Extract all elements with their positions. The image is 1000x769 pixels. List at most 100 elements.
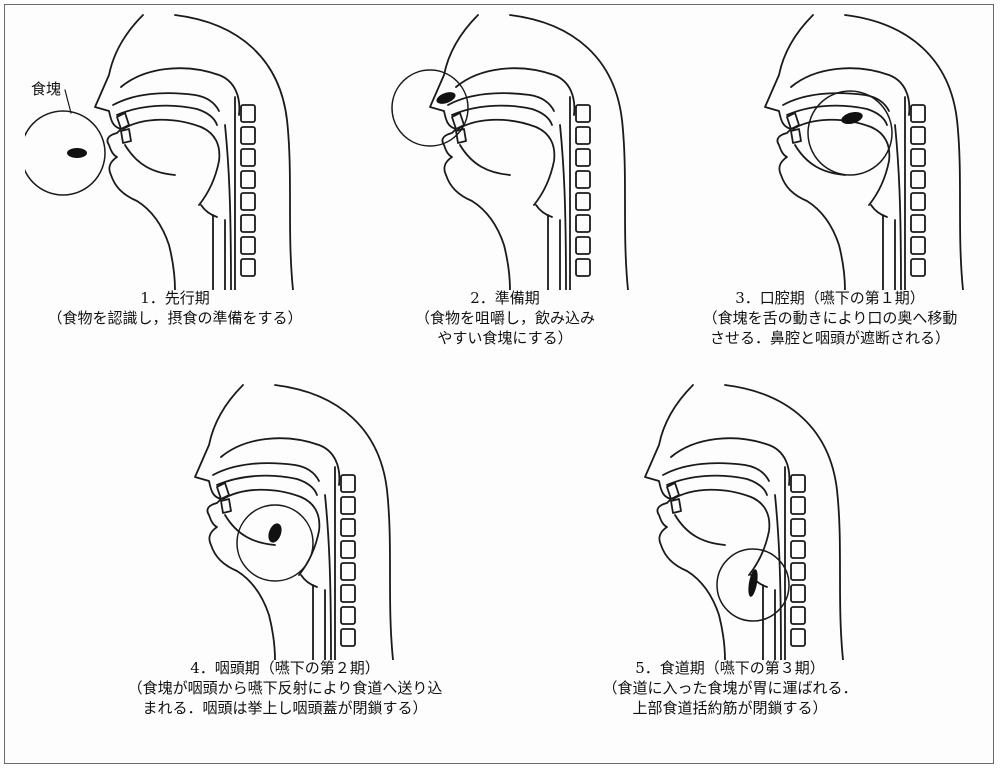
- stage-2-illustration: [360, 5, 660, 290]
- vertebra: [576, 171, 590, 188]
- vertebra: [911, 149, 925, 166]
- vertebra: [341, 563, 355, 580]
- vertebra: [241, 149, 255, 166]
- face-profile: [195, 385, 275, 660]
- vertebra: [241, 259, 255, 276]
- stage-5-desc-line-1: （食道に入った食塊が胃に運ばれる．: [560, 678, 900, 698]
- vertebra: [791, 497, 805, 514]
- vertebra: [911, 171, 925, 188]
- food-bolus: [435, 90, 457, 106]
- neck-outline: [845, 15, 963, 290]
- soft-palate: [117, 106, 217, 125]
- stage-1-title: 1．先行期: [15, 288, 335, 308]
- vertebra: [576, 127, 590, 144]
- vertebra: [341, 541, 355, 558]
- vertebra: [576, 193, 590, 210]
- stage-5-caption: 5．食道期（嚥下の第３期） （食道に入った食塊が胃に運ばれる． 上部食道括約筋が…: [560, 658, 900, 718]
- stage-3-title: 3．口腔期（嚥下の第１期）: [670, 288, 990, 308]
- vertebra: [576, 149, 590, 166]
- vertebrae: [235, 97, 255, 290]
- jaw-line: [460, 145, 510, 175]
- vertebra: [791, 519, 805, 536]
- soft-palate: [787, 106, 887, 125]
- vertebra: [341, 585, 355, 602]
- vertebra: [576, 237, 590, 254]
- vertebra: [791, 629, 805, 646]
- hard-palate: [448, 93, 554, 111]
- anatomy-lines: [195, 385, 393, 660]
- stage-3-caption: 3．口腔期（嚥下の第１期） （食塊を舌の動きにより口の奥へ移動 させる．鼻腔と咽…: [670, 288, 990, 348]
- vertebra: [241, 105, 255, 122]
- vertebrae: [905, 97, 925, 290]
- head-profile-2: [360, 5, 660, 290]
- trachea: [763, 585, 775, 660]
- stage-1-caption: 1．先行期 （食物を認識し，摂食の準備をする）: [15, 288, 335, 328]
- jaw-line: [675, 515, 725, 545]
- epiglottis: [201, 205, 217, 217]
- stage-4-illustration: [125, 375, 425, 660]
- anatomy-lines: [430, 15, 628, 290]
- stage-4-title: 4．咽頭期（嚥下の第２期）: [105, 658, 465, 678]
- head-profile-3: [695, 5, 995, 290]
- zoom-circle: [25, 111, 105, 195]
- anatomy-lines: [765, 15, 963, 290]
- vertebra: [241, 215, 255, 232]
- food-bolus: [266, 522, 284, 545]
- jaw-line: [795, 145, 845, 175]
- tongue: [123, 120, 219, 205]
- vertebra: [241, 127, 255, 144]
- stage-2-desc-line-2: やすい食塊にする）: [345, 328, 665, 348]
- anatomy-lines: [645, 385, 843, 660]
- epiglottis: [536, 205, 552, 217]
- label-leader-line: [65, 90, 71, 113]
- vertebra: [576, 215, 590, 232]
- epiglottis: [871, 205, 887, 217]
- pharynx-wall: [560, 125, 566, 290]
- tongue: [458, 120, 554, 205]
- trachea: [313, 585, 325, 660]
- trachea: [548, 215, 560, 290]
- stage-5-desc-line-2: 上部食道括約筋が閉鎖する）: [560, 698, 900, 718]
- vertebra: [341, 607, 355, 624]
- jaw-line: [125, 145, 175, 175]
- head-profile-4: [125, 375, 425, 660]
- vertebra: [791, 585, 805, 602]
- stage-3-illustration: [695, 5, 995, 290]
- stage-2-caption: 2．準備期 （食物を咀嚼し，飲み込み やすい食塊にする）: [345, 288, 665, 348]
- stage-4-desc-line-1: （食塊が咽頭から嚥下反射により食道へ送り込: [105, 678, 465, 698]
- neck-outline: [275, 385, 393, 660]
- zoom-circle: [392, 70, 468, 146]
- vertebra: [911, 193, 925, 210]
- head-profile-1: [25, 5, 325, 290]
- soft-palate: [217, 476, 317, 495]
- vertebra: [241, 237, 255, 254]
- face-profile: [430, 15, 510, 290]
- vertebra: [241, 193, 255, 210]
- vertebra: [341, 629, 355, 646]
- hard-palate: [663, 463, 769, 481]
- face-profile: [645, 385, 725, 660]
- head-profile-5: [575, 375, 875, 660]
- vertebra: [791, 541, 805, 558]
- neck-outline: [510, 15, 628, 290]
- vertebra: [791, 607, 805, 624]
- vertebrae: [570, 97, 590, 290]
- stage-4-desc-line-2: まれる．咽頭は挙上し咽頭蓋が閉鎖する）: [105, 698, 465, 718]
- vertebra: [791, 475, 805, 492]
- food-bolus: [67, 148, 87, 158]
- food-bolus-label: 食塊: [31, 80, 61, 98]
- stage-3-desc-line-1: （食塊を舌の動きにより口の奥へ移動: [670, 308, 990, 328]
- trachea: [883, 215, 895, 290]
- zoom-circle: [237, 505, 313, 581]
- figure-frame: 食塊 1．先行期 （食物を認識し，摂食の準備をする） 2．準備期 （食物を咀嚼し…: [4, 4, 994, 764]
- face-profile: [95, 15, 175, 290]
- hard-palate: [213, 463, 319, 481]
- pharynx-wall: [895, 125, 901, 290]
- vertebra: [576, 105, 590, 122]
- anatomy-lines: [95, 15, 293, 290]
- pharynx-wall: [775, 495, 781, 660]
- vertebra: [576, 259, 590, 276]
- vertebrae: [335, 467, 355, 660]
- vertebra: [341, 519, 355, 536]
- tongue: [673, 490, 769, 575]
